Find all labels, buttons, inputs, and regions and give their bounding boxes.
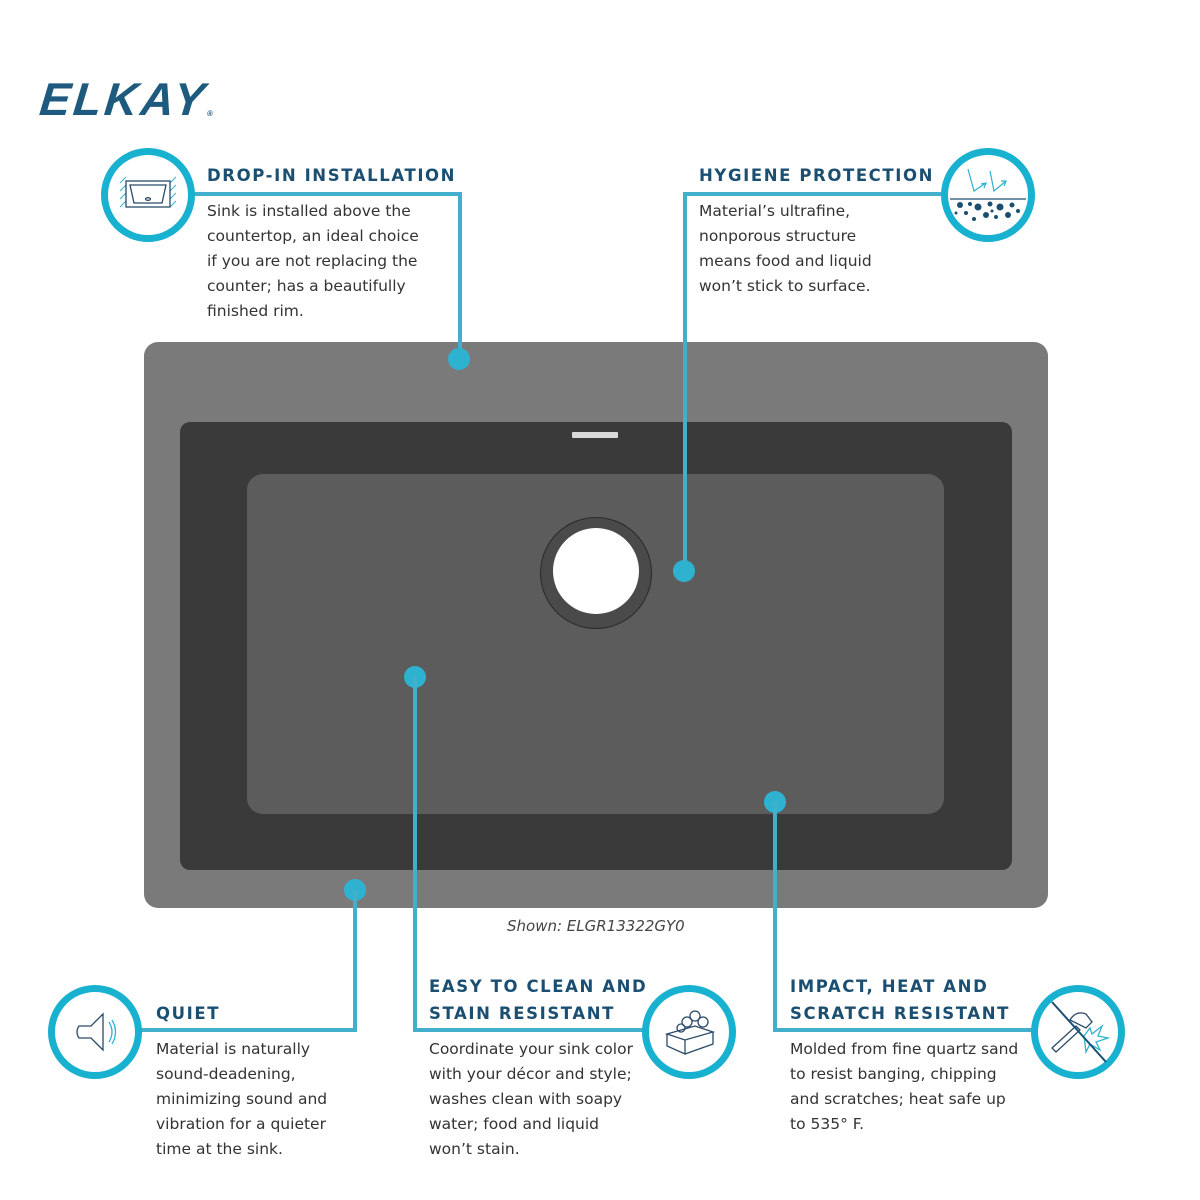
feature-heading: DROP-IN INSTALLATION [207,166,457,185]
connector-quiet-v [353,890,357,1032]
connector-quiet-h [130,1028,357,1032]
soap-bar-icon [642,985,736,1079]
hotspot-drop-in[interactable] [448,348,470,370]
feature-description: Material’s ultrafine,nonporous structure… [699,202,872,295]
connector-drop-in-h [190,192,462,196]
connector-impact-h [773,1028,1043,1032]
elkay-logo: ELKAY ® [37,72,216,126]
connector-hygiene-h [683,192,941,196]
nonporous-surface-icon [941,148,1035,242]
product-caption: Shown: ELGR13322GY0 [507,917,685,935]
overflow-badge [572,432,618,438]
feature-heading: HYGIENE PROTECTION [699,166,935,185]
speaker-icon [48,985,142,1079]
hammer-no-damage-icon [1031,985,1125,1079]
connector-impact-v [773,802,777,1032]
feature-heading: QUIET [156,1004,221,1023]
connector-drop-in-v [458,192,462,358]
drain-hole [553,528,639,614]
connector-hygiene-v [683,192,687,570]
feature-hygiene: HYGIENE PROTECTION Material’s ultrafine,… [699,162,939,299]
hotspot-hygiene[interactable] [673,560,695,582]
connector-easy-clean-h [413,1028,653,1032]
drop-in-sink-icon [101,148,195,242]
registered-mark: ® [206,109,217,118]
feature-drop-in: DROP-IN INSTALLATION Sink is installed a… [207,162,457,324]
logo-text: ELKAY [37,73,211,125]
connector-easy-clean-v [413,677,417,1032]
